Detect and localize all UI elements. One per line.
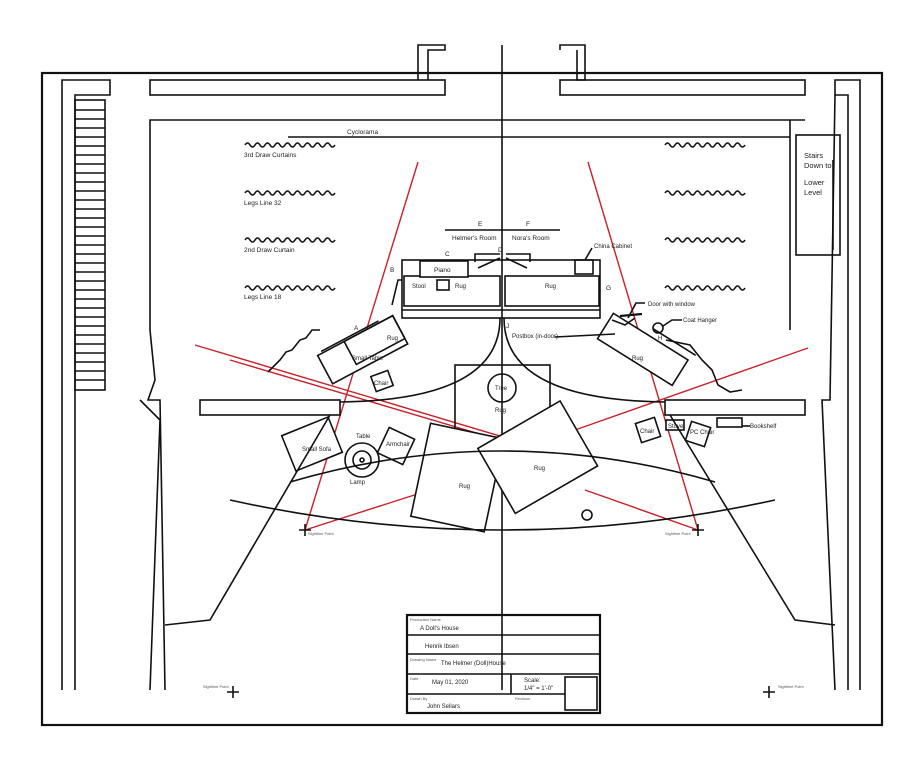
svg-text:J: J bbox=[506, 323, 509, 330]
stairs-label: Stairs bbox=[804, 151, 823, 160]
drawing-border bbox=[40, 71, 884, 727]
author: Henrik Ibsen bbox=[425, 644, 459, 650]
legs-32-label: Legs Line 32 bbox=[244, 200, 282, 207]
svg-text:Production Name: Production Name bbox=[410, 617, 442, 622]
production-name: A Doll's House bbox=[420, 626, 459, 632]
bookshelf-label: Bookshelf bbox=[750, 424, 777, 430]
left-furniture: A Rug Small Table Chair Small Sofa Table… bbox=[199, 314, 599, 533]
rug-label: Rug bbox=[534, 466, 545, 472]
stairs-label: Level bbox=[804, 188, 822, 197]
stove-label: Stove bbox=[668, 424, 684, 430]
svg-text:Revision: Revision bbox=[515, 696, 530, 701]
apron bbox=[164, 414, 836, 626]
armchair-label: Armchair bbox=[386, 442, 410, 448]
china-cabinet-label: China Cabinet bbox=[594, 244, 632, 250]
svg-text:F: F bbox=[526, 221, 530, 228]
svg-text:Date: Date bbox=[410, 676, 419, 681]
chair-label: Chair bbox=[374, 381, 388, 387]
right-furniture: Rug Door with window Coat Hanger Postbox… bbox=[512, 302, 806, 448]
curtain-line bbox=[664, 190, 746, 196]
svg-text:Sightline Point: Sightline Point bbox=[203, 684, 229, 689]
table-label: Table bbox=[356, 434, 371, 440]
upstage-rooms: E F Helmer's Room Nora's Room C D B G Pi… bbox=[390, 221, 632, 319]
rug-label: Rug bbox=[545, 284, 556, 290]
svg-text:Sightline Point: Sightline Point bbox=[308, 531, 334, 536]
pc-chair-label: PC Chair bbox=[690, 430, 714, 436]
sightline-points: Sightline Point Sightline Point Sightlin… bbox=[203, 524, 804, 698]
left-wall bbox=[61, 79, 166, 691]
drawing-name: The Helmer (Doll)House bbox=[441, 661, 506, 667]
date: May 01, 2020 bbox=[432, 680, 469, 686]
curtain-line bbox=[244, 237, 336, 243]
stairs-label: Down to bbox=[804, 161, 832, 170]
title-block: Production Name A Doll's House Henrik Ib… bbox=[405, 613, 602, 715]
legs-18-label: Legs Line 18 bbox=[244, 294, 282, 301]
stairs-down: Stairs Down to Lower Level bbox=[795, 134, 841, 256]
svg-text:G: G bbox=[606, 285, 611, 292]
curtain-line bbox=[244, 142, 336, 148]
rug-label: Rug bbox=[495, 408, 506, 414]
svg-text:Drawing Name: Drawing Name bbox=[410, 657, 437, 662]
curtain-line bbox=[664, 237, 746, 243]
upstage-walls bbox=[149, 44, 806, 330]
curtain-line bbox=[664, 142, 746, 148]
second-draw-label: 2nd Draw Curtain bbox=[244, 247, 295, 254]
svg-text:Drawn By: Drawn By bbox=[410, 696, 427, 701]
svg-text:Sightline Point: Sightline Point bbox=[778, 684, 804, 689]
door-with-window-label: Door with window bbox=[648, 302, 696, 308]
piano-label: Piano bbox=[434, 267, 451, 274]
svg-text:C: C bbox=[445, 251, 450, 258]
rug-label: Rug bbox=[387, 336, 398, 342]
right-wall bbox=[821, 79, 861, 691]
helmers-room-label: Helmer's Room bbox=[452, 235, 497, 242]
curtain-line bbox=[664, 285, 746, 291]
cyclorama-label: Cyclorama bbox=[347, 129, 378, 136]
stool-label: Stool bbox=[412, 284, 426, 290]
noras-room-label: Nora's Room bbox=[512, 235, 550, 242]
postbox-label: Postbox (in-door) bbox=[512, 334, 558, 340]
small-sofa-label: Small Sofa bbox=[302, 447, 332, 453]
svg-text:Sightline Point: Sightline Point bbox=[665, 531, 691, 536]
rug-label: Rug bbox=[459, 484, 470, 490]
svg-text:B: B bbox=[390, 267, 394, 274]
chair-label: Chair bbox=[640, 429, 654, 435]
curtain-line bbox=[244, 190, 336, 196]
third-draw-label: 3rd Draw Curtains bbox=[244, 152, 297, 159]
drawn-by: John Sellars bbox=[427, 704, 460, 710]
scale: 1/4" = 1'-0" bbox=[524, 686, 553, 692]
curtains bbox=[244, 142, 746, 291]
svg-text:A: A bbox=[354, 325, 359, 332]
svg-text:Scale:: Scale: bbox=[524, 678, 541, 684]
small-table-label: Small Table bbox=[352, 356, 384, 362]
svg-text:H: H bbox=[658, 336, 662, 342]
lamp-label: Lamp bbox=[350, 480, 366, 486]
curtain-line bbox=[244, 285, 336, 291]
center-doors: J Tree Rug bbox=[339, 317, 666, 441]
coat-hanger-label: Coat Hanger bbox=[683, 318, 717, 324]
svg-text:E: E bbox=[478, 221, 483, 228]
tree-label: Tree bbox=[495, 386, 508, 392]
rug-label: Rug bbox=[632, 356, 643, 362]
svg-text:D: D bbox=[498, 247, 503, 254]
rug-label: Rug bbox=[455, 284, 466, 290]
stairs-label: Lower bbox=[804, 178, 825, 187]
